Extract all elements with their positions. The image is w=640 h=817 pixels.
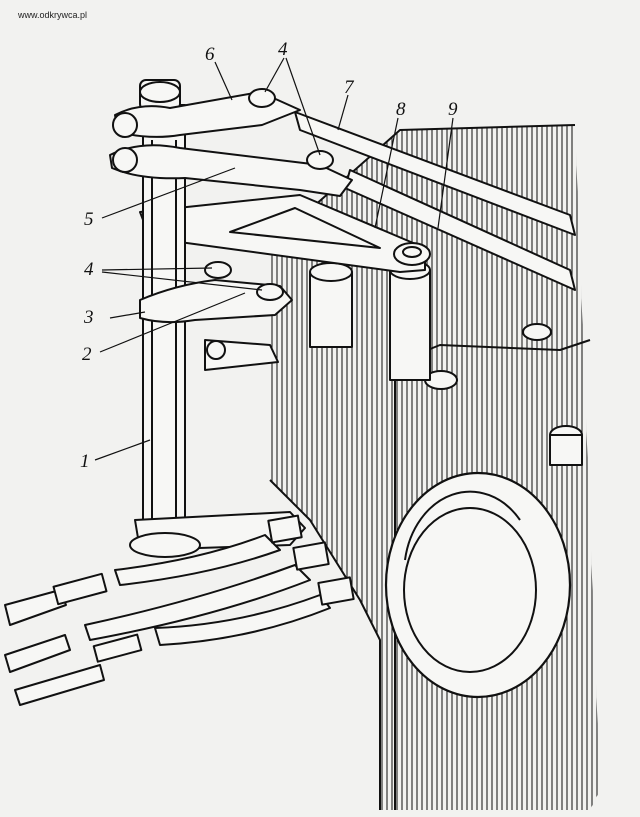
linkage-rods: [294, 111, 576, 291]
leader-lines: [94, 57, 454, 461]
upper-levers: [109, 88, 353, 197]
cylinders: [309, 260, 431, 381]
callout-2: 2: [82, 344, 92, 365]
callout-3: 3: [84, 307, 94, 328]
callout-6: 6: [205, 44, 215, 65]
callout-9: 9: [448, 99, 458, 120]
triangular-bracket: [139, 194, 431, 273]
housing-boss: [384, 471, 572, 699]
callout-7: 7: [344, 77, 354, 98]
callout-5: 5: [84, 209, 94, 230]
housing-bolts: [424, 323, 583, 466]
callout-1: 1: [80, 451, 90, 472]
lower-levers: [84, 511, 355, 646]
pull-rods: [4, 572, 143, 706]
callout-4-middle: 4: [84, 259, 94, 280]
callout-4-top: 4: [278, 39, 288, 60]
middle-levers: [139, 261, 293, 371]
watermark-text: www.odkrywca.pl: [18, 10, 88, 20]
callout-8: 8: [396, 99, 406, 120]
